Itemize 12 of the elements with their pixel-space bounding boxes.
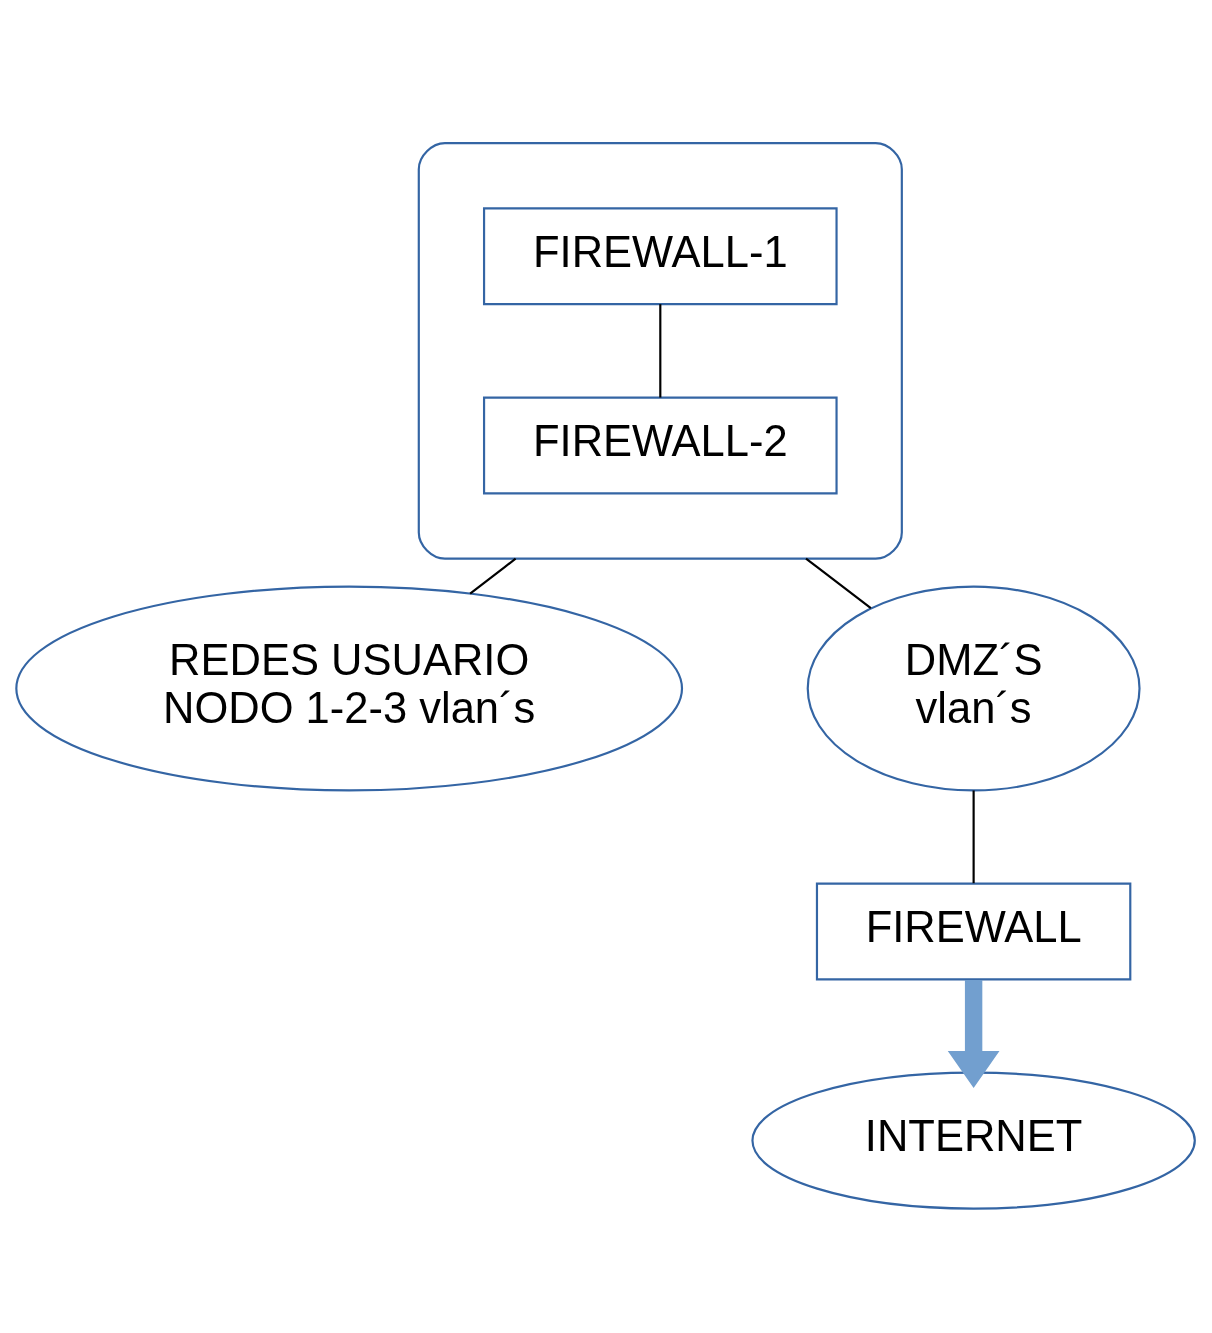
node-box: FIREWALL-2: [483, 396, 838, 494]
cluster: [417, 141, 903, 560]
arrow: [947, 979, 1000, 1088]
connector: [659, 303, 662, 398]
connector: [469, 557, 517, 594]
node-ellipse: DMZ´S vlan´s: [806, 585, 1141, 791]
node-box: FIREWALL: [815, 882, 1132, 980]
node-ellipse: REDES USUARIO NODO 1-2-3 vlan´s: [15, 585, 684, 791]
node-box: FIREWALL-1: [483, 206, 838, 305]
connector: [805, 557, 872, 609]
node-ellipse: INTERNET: [751, 1071, 1196, 1210]
connector: [972, 790, 975, 883]
